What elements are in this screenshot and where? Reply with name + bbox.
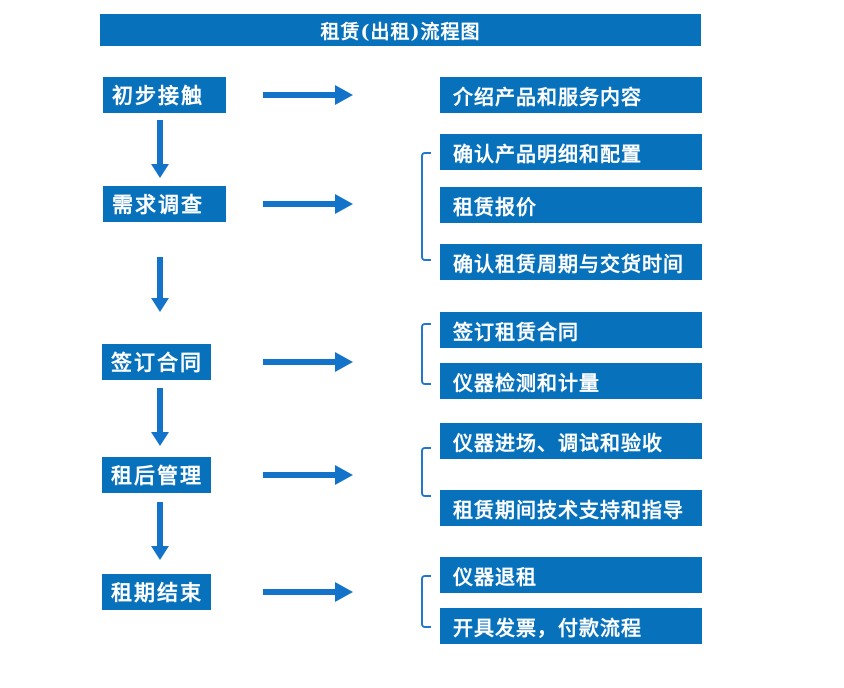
title-banner: 租赁(出租)流程图 (100, 14, 701, 46)
output-box-instrument-testing: 仪器检测和计量 (440, 363, 702, 399)
output-box-instrument-arrival: 仪器进场、调试和验收 (440, 423, 702, 459)
output-box-sign-rental-contract: 签订租赁合同 (440, 312, 702, 348)
output-box-confirm-period: 确认租赁周期与交货时间 (440, 244, 702, 280)
bracket-rental-end-group (421, 575, 431, 628)
flow-arrow-3-icon (263, 352, 353, 372)
output-box-rental-quote: 租赁报价 (440, 187, 702, 223)
output-box-invoice-payment: 开具发票，付款流程 (440, 608, 702, 644)
step-box-post-rental-mgmt: 租后管理 (102, 457, 211, 493)
down-arrow-2-icon (151, 257, 169, 312)
bracket-demand-survey-group (421, 152, 431, 261)
flow-arrow-5-icon (263, 582, 353, 602)
flow-arrow-1-icon (263, 85, 353, 105)
output-box-confirm-details: 确认产品明细和配置 (440, 134, 702, 170)
flow-arrow-2-icon (263, 194, 353, 214)
down-arrow-1-icon (151, 120, 169, 178)
bracket-post-rental-group (421, 447, 431, 497)
down-arrow-3-icon (151, 388, 169, 446)
page-title: 租赁(出租)流程图 (320, 20, 481, 43)
bracket-sign-contract-group (421, 323, 431, 385)
output-box-instrument-return: 仪器退租 (440, 557, 702, 593)
down-arrow-4-icon (151, 502, 169, 560)
flow-arrow-4-icon (263, 465, 353, 485)
output-box-introduce-products: 介绍产品和服务内容 (440, 77, 702, 113)
step-box-initial-contact: 初步接触 (103, 77, 226, 113)
step-box-demand-survey: 需求调查 (103, 186, 226, 222)
step-box-rental-end: 租期结束 (102, 574, 211, 610)
output-box-tech-support: 租赁期间技术支持和指导 (440, 490, 702, 526)
step-box-sign-contract: 签订合同 (102, 344, 211, 380)
